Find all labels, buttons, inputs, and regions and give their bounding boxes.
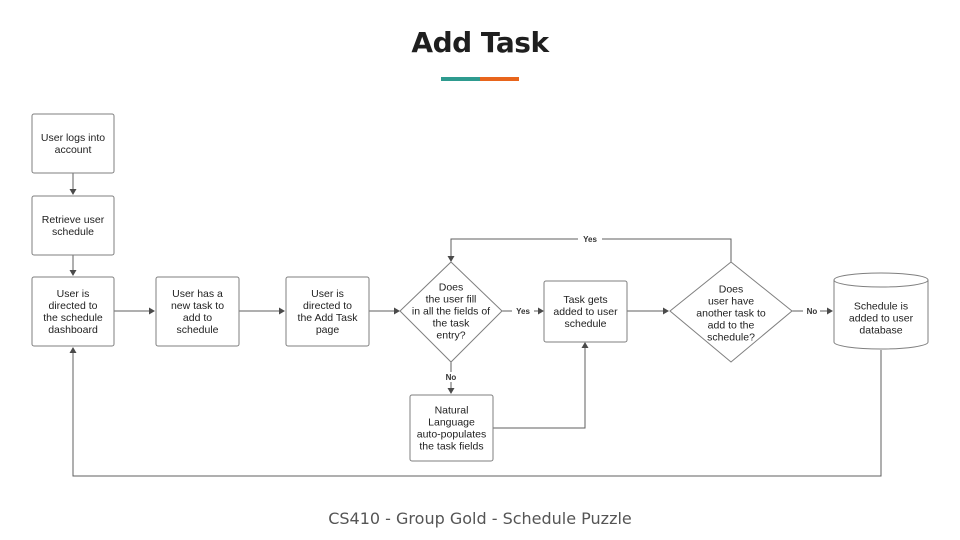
node-label-line: another task to [696, 308, 766, 320]
arrowhead [827, 307, 833, 315]
node-label-line: schedule [564, 318, 606, 330]
edge-label-bg [578, 234, 602, 244]
node-label-line: Task gets [563, 294, 607, 306]
slide-title: Add Task [411, 26, 549, 59]
edge-label-bg [512, 305, 534, 316]
node-label-line: User is [57, 288, 90, 300]
node-label-line: directed to [48, 300, 97, 312]
arrowhead [663, 307, 669, 315]
title-accent-teal [441, 77, 480, 81]
arrowhead [447, 388, 455, 394]
node-label-line: the task [433, 318, 471, 330]
edge-label-bg [444, 372, 459, 382]
arrowhead [69, 270, 77, 276]
node-label-line: User logs into [41, 132, 105, 144]
node-label-line: add to [183, 312, 212, 324]
node-label-line: User has a [172, 288, 223, 300]
edge-label-no-fill: No [446, 373, 457, 382]
arrowhead [581, 342, 589, 348]
node-label-line: the user fill [426, 294, 477, 306]
node-label-line: Schedule is [854, 301, 908, 313]
node-label-line: added to user [553, 306, 618, 318]
node-label-line: schedule [176, 324, 218, 336]
node-label-line: auto-populates [417, 429, 486, 441]
arrowhead [279, 307, 285, 315]
arrowhead [69, 189, 77, 195]
node-label-line: the task fields [419, 441, 483, 453]
node-label-line: User is [311, 288, 344, 300]
arrowhead [538, 307, 544, 315]
edge-label-yes-another: Yes [583, 235, 597, 244]
node-label-line: page [316, 324, 340, 336]
edge-label-yes-fill: Yes [516, 307, 530, 316]
node-label-line: add to the [708, 320, 755, 332]
node-label-line: user have [708, 296, 754, 308]
title-accent-orange [480, 77, 519, 81]
node-label-line: Does [719, 284, 744, 296]
footer-caption: CS410 - Group Gold - Schedule Puzzle [328, 509, 632, 528]
node-label-line: directed to [303, 300, 352, 312]
edge-label-no-another: No [807, 307, 818, 316]
arrowhead [447, 256, 455, 262]
arrowhead [69, 347, 77, 353]
connectors [69, 173, 882, 477]
node-label-line: database [859, 325, 902, 337]
node-label-line: schedule? [707, 332, 755, 344]
node-label-line: schedule [52, 226, 94, 238]
node-label-line: the Add Task [298, 312, 359, 324]
node-label-line: dashboard [48, 324, 98, 336]
node-label-line: in all the fields of [412, 306, 490, 318]
node-label-line: Does [439, 282, 464, 294]
edge-natural-to-taskadded [492, 346, 586, 429]
node-label-line: Language [428, 417, 475, 429]
node-label-line: new task to [171, 300, 224, 312]
edge-label-bg [803, 305, 820, 316]
arrowhead [394, 307, 400, 315]
node-label-line: Natural [435, 405, 469, 417]
node-label-line: entry? [436, 330, 465, 342]
edge-database-back-to-dashboard [72, 350, 882, 477]
node-label-line: Retrieve user [42, 214, 105, 226]
node-label-line: added to user [849, 313, 914, 325]
node-label-line: the schedule [43, 312, 103, 324]
node-label-line: account [55, 144, 92, 156]
arrowhead [149, 307, 155, 315]
